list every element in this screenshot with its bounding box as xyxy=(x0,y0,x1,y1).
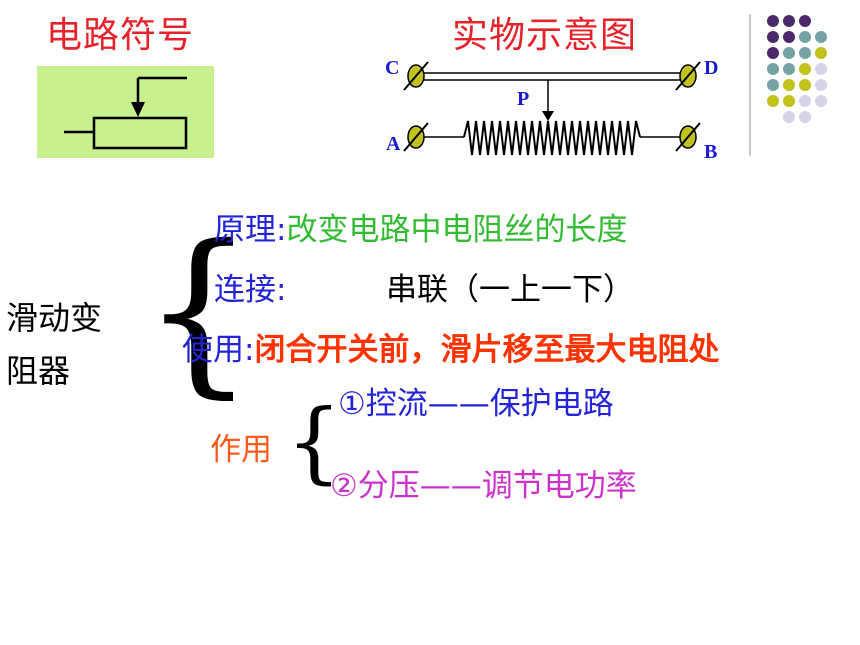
small-brace: { xyxy=(286,390,342,493)
usage-text: 闭合开关前，滑片移至最大电阻处 xyxy=(254,332,720,368)
rheostat-symbol-drawing xyxy=(64,76,188,150)
connection-label: 连接: xyxy=(214,272,287,308)
topic-line-1: 滑动变 xyxy=(6,299,103,337)
principle-row: 原理:改变电路中电阻丝的长度 xyxy=(214,204,627,249)
connection-text: 串联（一上一下） xyxy=(386,272,634,308)
principle-text: 改变电路中电阻丝的长度 xyxy=(286,212,628,248)
physical-rheostat-diagram xyxy=(403,61,701,156)
terminal-a xyxy=(403,122,429,152)
vertical-divider xyxy=(749,14,751,156)
label-c: C xyxy=(385,57,400,79)
principle-colon: : xyxy=(276,212,287,248)
function-item-1: ①控流——保护电路 xyxy=(338,386,614,422)
usage-colon: : xyxy=(244,332,255,368)
rheostat-symbol xyxy=(37,66,214,158)
terminal-b xyxy=(675,122,701,152)
label-d: D xyxy=(704,57,719,79)
principle-label: 原理 xyxy=(214,212,276,248)
function-item-2: ②分压——调节电功率 xyxy=(330,468,637,504)
terminal-c xyxy=(403,61,429,91)
label-b: B xyxy=(704,141,718,163)
function-label: 作用 xyxy=(210,432,272,468)
resistance-coil xyxy=(463,120,641,156)
label-p: P xyxy=(517,88,530,110)
usage-label: 使用 xyxy=(182,332,244,368)
big-brace: { xyxy=(142,207,256,414)
circuit-symbol-title: 电路符号 xyxy=(46,15,195,56)
terminal-d xyxy=(675,61,701,91)
usage-row: 使用:闭合开关前，滑片移至最大电阻处 xyxy=(182,324,719,369)
physical-diagram-title: 实物示意图 xyxy=(452,15,638,56)
label-a: A xyxy=(386,133,401,155)
topic-line-2: 阻器 xyxy=(6,352,71,390)
